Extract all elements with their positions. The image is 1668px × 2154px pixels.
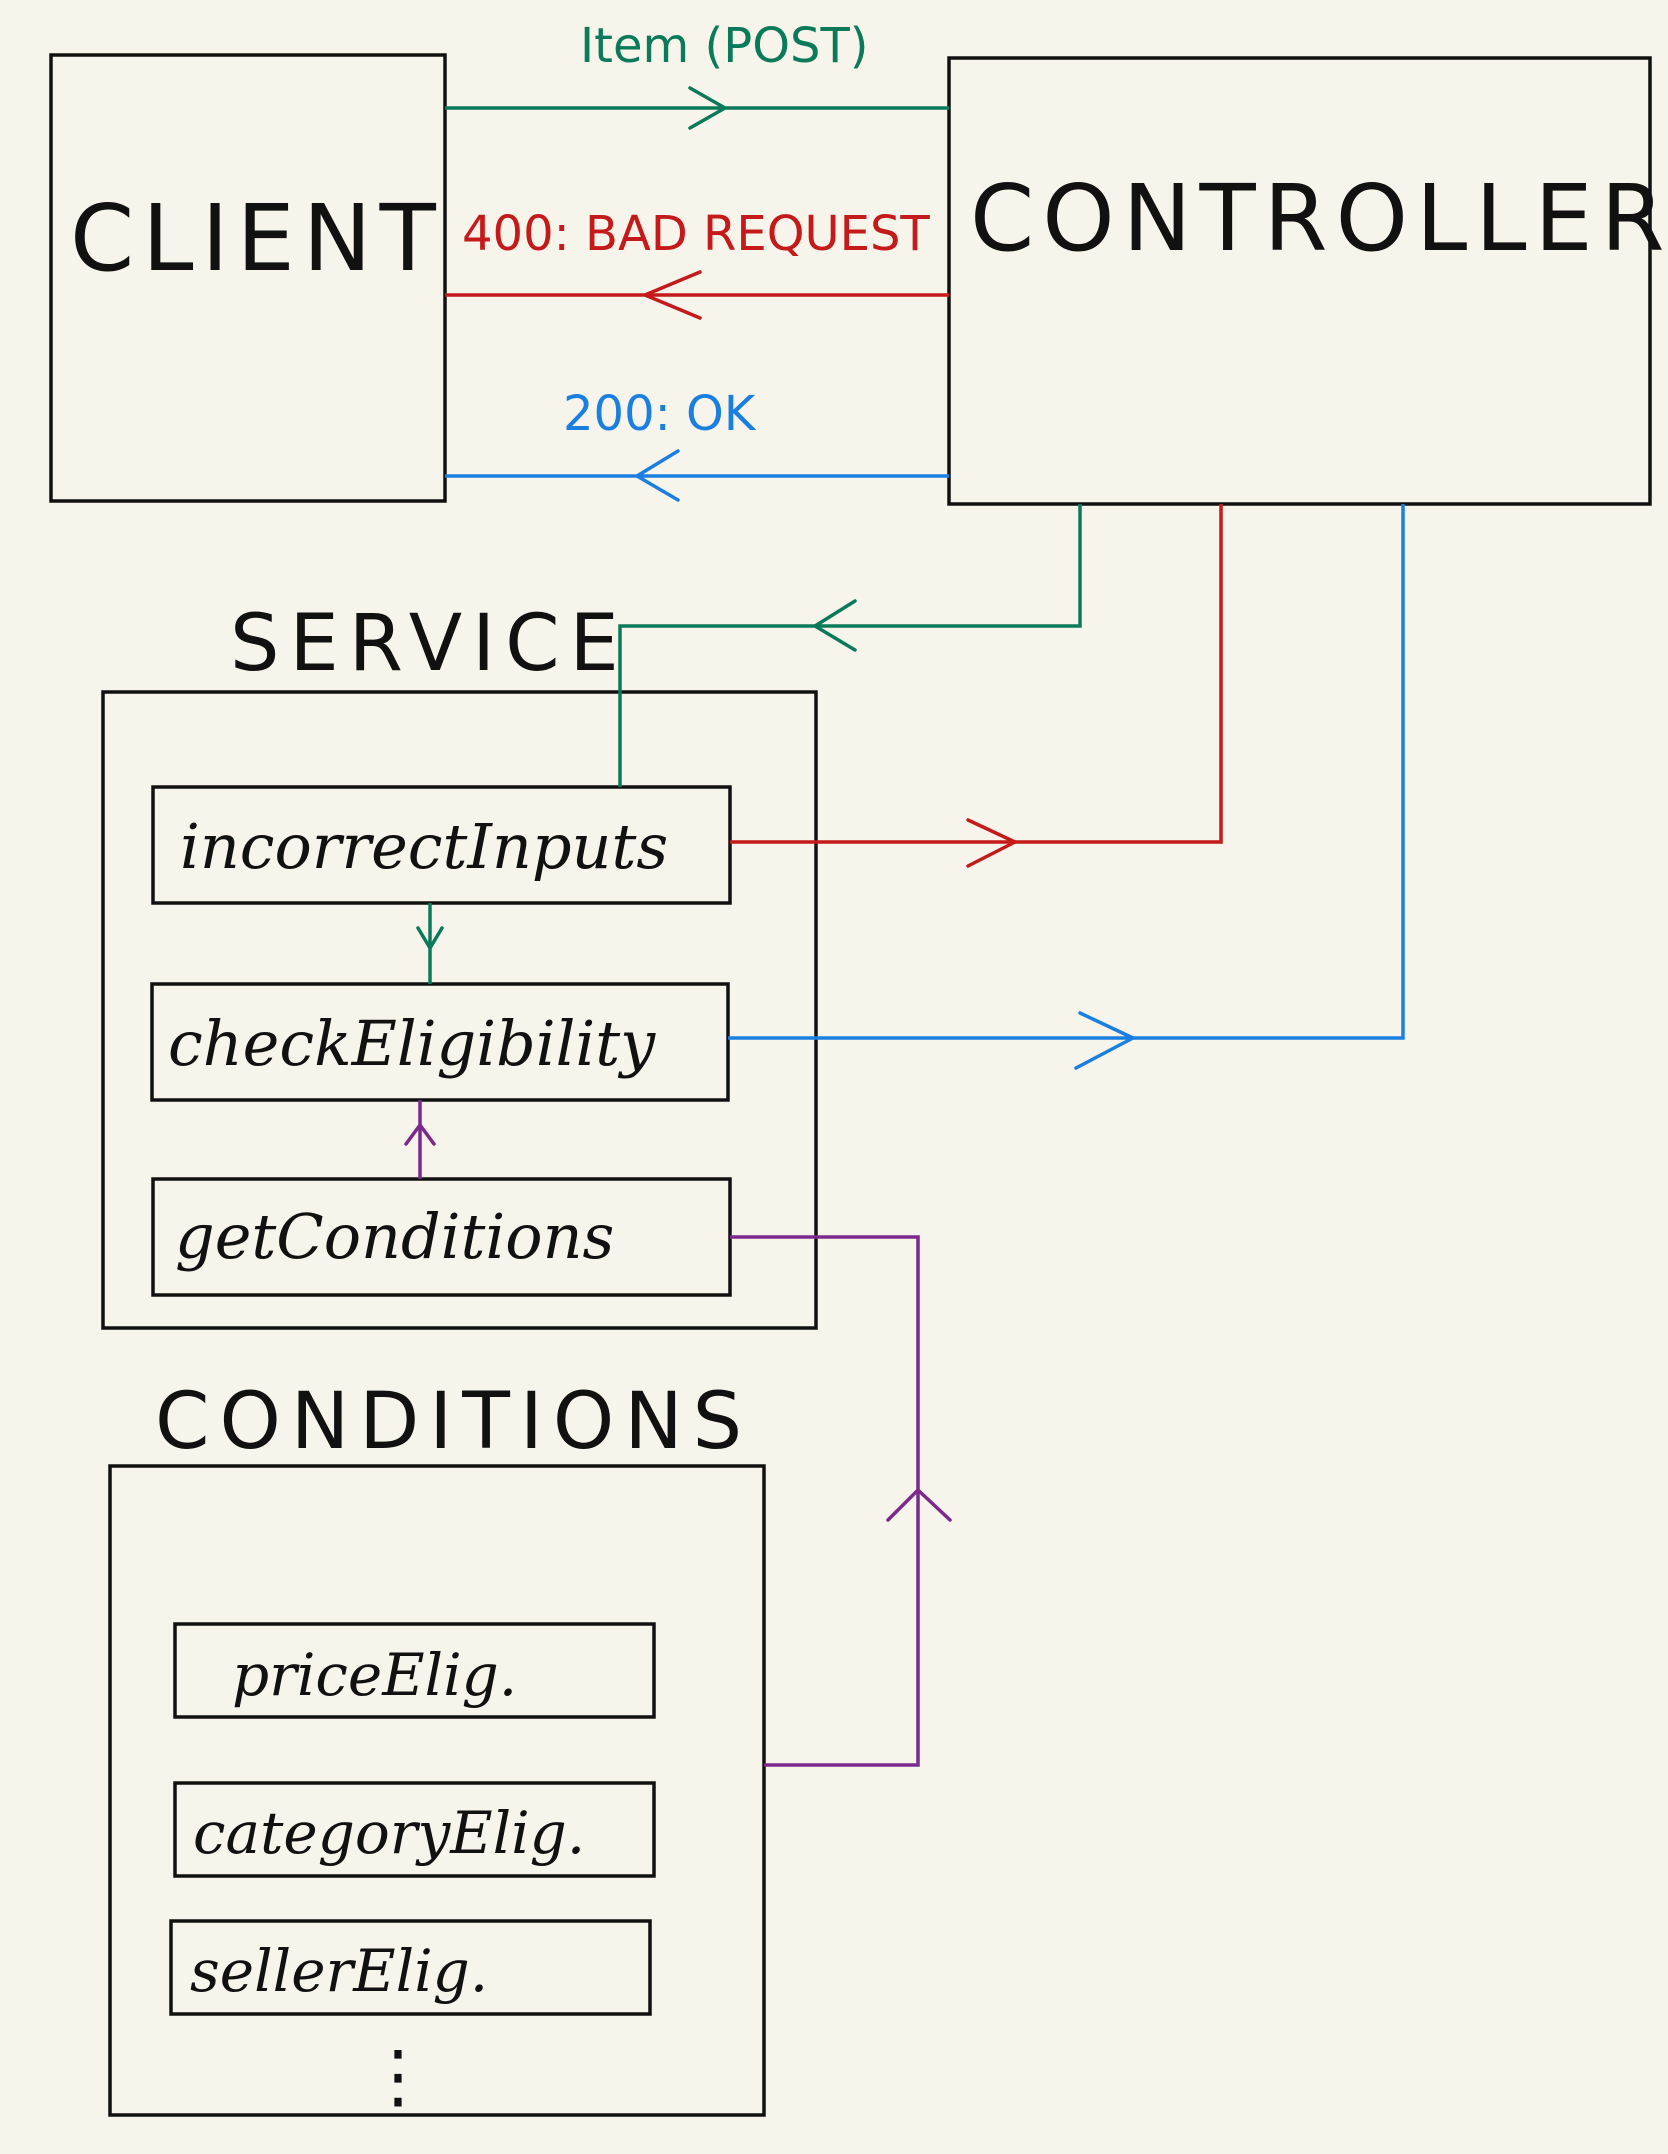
post-request-arrowhead	[688, 86, 727, 130]
inputs-to-controller-connector	[730, 504, 1223, 868]
post-request-connector: Item (POST)	[445, 18, 949, 130]
controller-node: CONTROLLER	[947, 56, 1668, 506]
eligibility-to-controller-connector	[728, 504, 1405, 1070]
inputs-to-controller-line	[730, 504, 1223, 844]
controller-to-service-line	[618, 504, 1082, 787]
controller-label: CONTROLLER	[970, 165, 1668, 272]
price-elig-box	[173, 1622, 656, 1719]
client-label: CLIENT	[70, 185, 444, 292]
inputs-to-controller-arrowhead	[966, 818, 1017, 868]
post-request-label: Item (POST)	[580, 18, 869, 74]
seller-elig-box	[169, 1919, 652, 2016]
category-elig-label: categoryElig.	[193, 1799, 585, 1867]
conditions-node: CONDITIONS priceElig. categoryElig. sell…	[108, 1377, 766, 2117]
bad-request-arrowhead	[643, 270, 702, 320]
category-elig-box	[173, 1781, 656, 1878]
conditions-to-eligibility-arrowhead	[404, 1123, 436, 1146]
bad-request-connector: 400: BAD REQUEST	[445, 206, 949, 320]
controller-box	[947, 56, 1652, 506]
ok-response-label: 200: OK	[563, 386, 757, 442]
controller-to-service-arrowhead	[813, 599, 857, 652]
conditions-label: CONDITIONS	[155, 1377, 752, 1467]
conditions-to-service-arrowhead	[886, 1488, 952, 1522]
service-label: SERVICE	[230, 599, 629, 689]
client-box	[49, 53, 447, 503]
conditions-box	[108, 1464, 766, 2117]
service-node: SERVICE incorrectInputs checkEligibility…	[101, 599, 818, 1330]
inputs-to-eligibility-connector	[416, 903, 444, 984]
bad-request-label: 400: BAD REQUEST	[462, 206, 930, 262]
ok-response-connector: 200: OK	[445, 386, 949, 502]
client-node: CLIENT	[49, 53, 447, 503]
check-eligibility-label: checkEligibility	[168, 1007, 656, 1080]
incorrect-inputs-box	[151, 785, 732, 905]
eligibility-to-controller-line	[728, 504, 1405, 1040]
service-box	[101, 690, 818, 1330]
conditions-to-service-line	[730, 1235, 920, 1767]
conditions-to-eligibility-connector	[404, 1100, 436, 1179]
check-eligibility-box	[150, 982, 730, 1102]
inputs-to-eligibility-arrowhead	[416, 926, 444, 950]
price-elig-label: priceElig.	[232, 1641, 517, 1709]
eligibility-to-controller-arrowhead	[1074, 1011, 1135, 1070]
incorrect-inputs-label: incorrectInputs	[180, 810, 668, 883]
ok-response-arrowhead	[635, 449, 680, 502]
continuation-ellipsis: ⋮	[363, 2035, 433, 2117]
get-conditions-label: getConditions	[175, 1200, 614, 1273]
conditions-to-service-connector	[730, 1235, 952, 1767]
controller-to-service-connector	[618, 504, 1082, 787]
seller-elig-label: sellerElig.	[190, 1937, 488, 2005]
